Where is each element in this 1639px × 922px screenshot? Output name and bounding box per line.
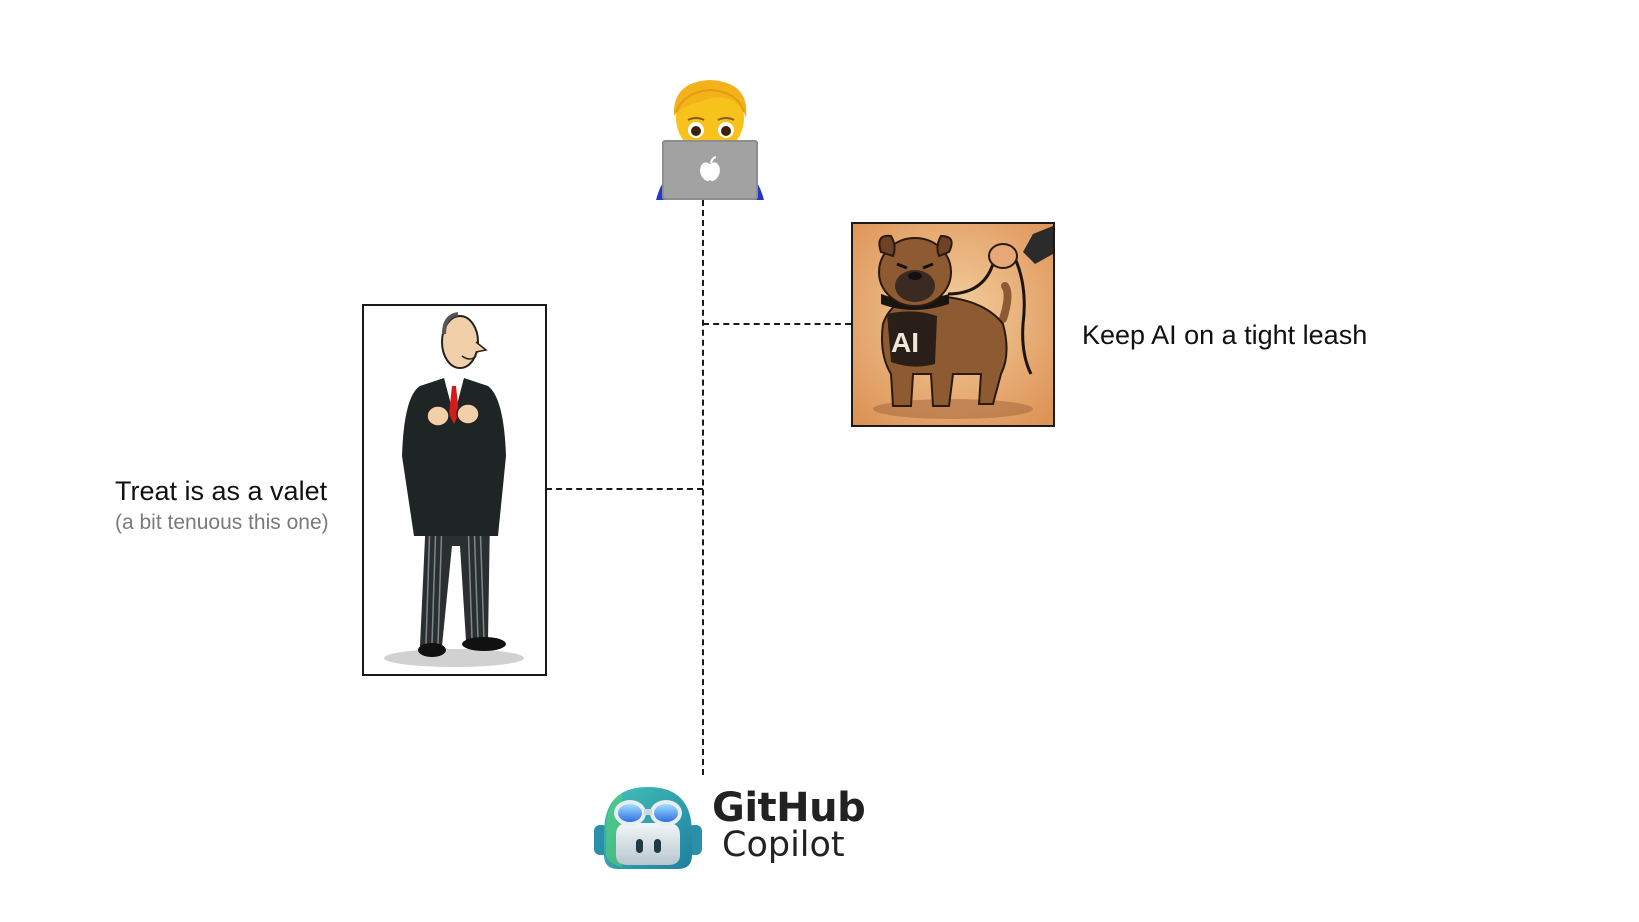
valet-butler-icon — [362, 304, 547, 676]
valet-sublabel: (a bit tenuous this one) — [115, 511, 329, 534]
leash-branch-line — [703, 323, 851, 325]
valet-branch-line — [546, 488, 703, 490]
leash-label: Keep AI on a tight leash — [1082, 320, 1368, 350]
technologist-emoji-icon — [654, 78, 766, 200]
svg-text:AI: AI — [891, 327, 919, 358]
copilot-robot-icon — [592, 783, 704, 873]
valet-label: Treat is as a valet — [115, 476, 328, 506]
bulldog-on-leash-icon: AI — [851, 222, 1055, 427]
github-wordmark: GitHub — [712, 785, 866, 831]
main-connector-line — [702, 200, 704, 775]
copilot-wordmark: Copilot — [722, 825, 845, 865]
